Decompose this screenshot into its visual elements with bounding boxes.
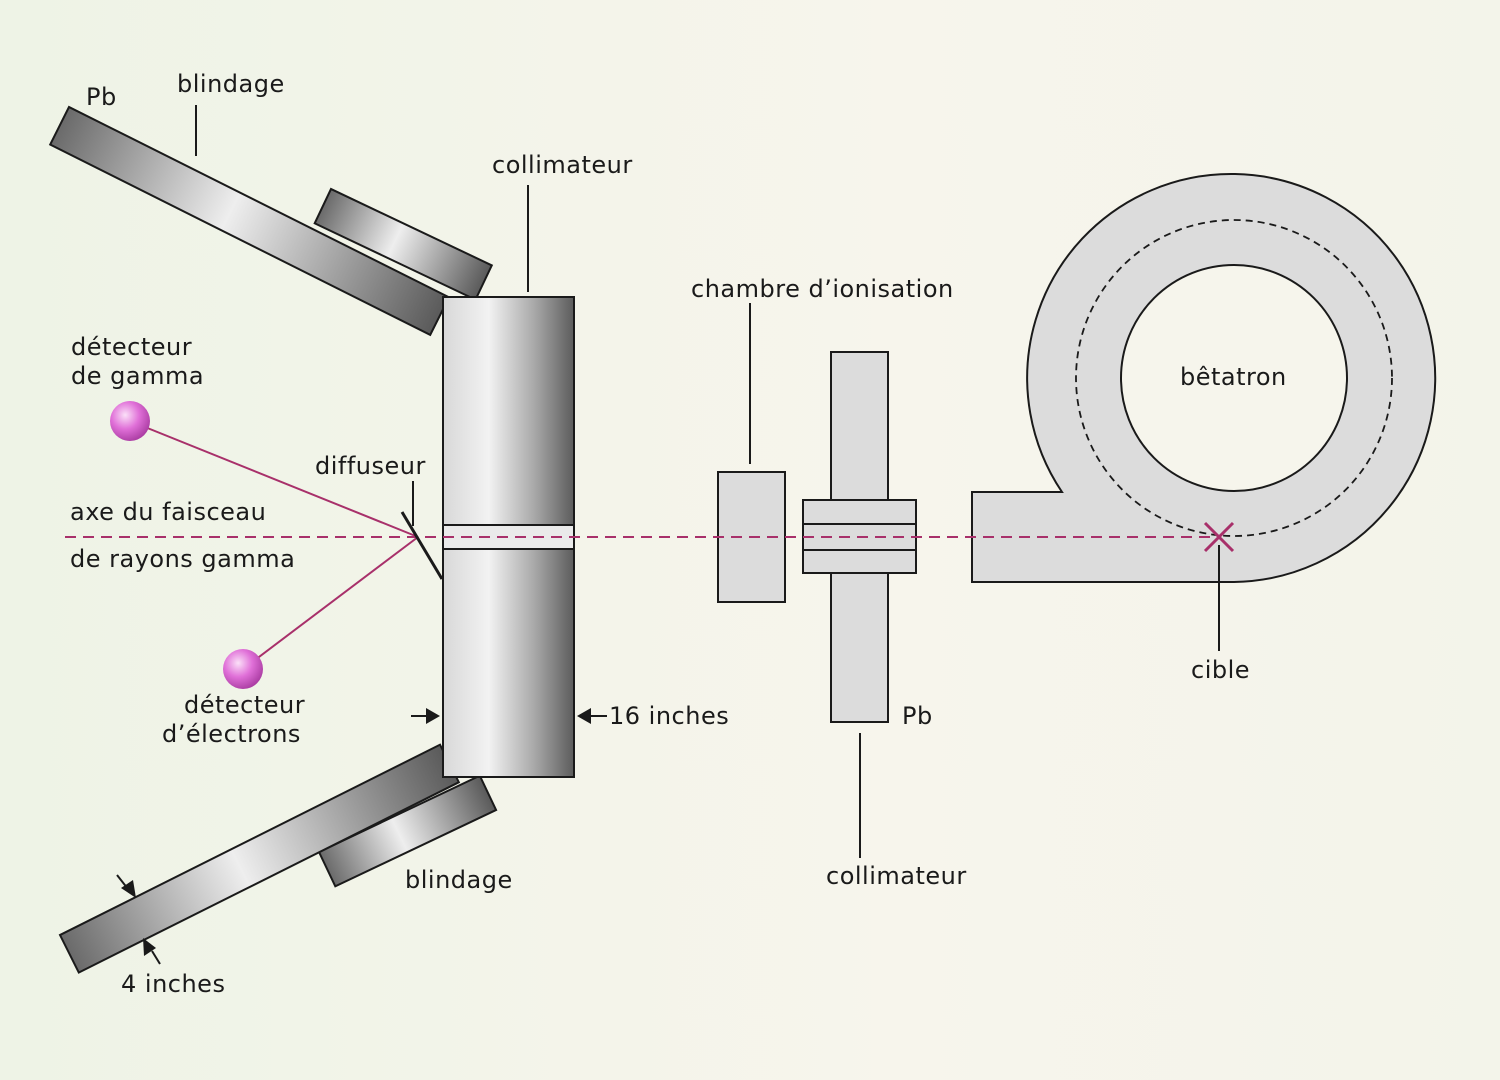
blindage-block-bottom bbox=[317, 774, 498, 888]
blindage-block-top bbox=[313, 187, 494, 302]
label-blindage-bottom: blindage bbox=[405, 866, 513, 894]
betatron-orbit bbox=[1075, 219, 1393, 537]
lead-shield-top bbox=[48, 105, 494, 337]
label-pb-top: Pb bbox=[86, 83, 117, 111]
label-collimateur-main: collimateur bbox=[492, 151, 633, 179]
gamma-detector bbox=[110, 401, 150, 441]
label-axe-line2: de rayons gamma bbox=[70, 545, 295, 573]
main-collimator bbox=[442, 296, 575, 778]
collimator-upper bbox=[442, 296, 575, 526]
scatter-line-gamma bbox=[129, 420, 419, 538]
label-blindage-top: blindage bbox=[177, 70, 285, 98]
label-betatron: bêtatron bbox=[1180, 363, 1287, 391]
betatron bbox=[971, 173, 1437, 583]
electron-detector bbox=[223, 649, 263, 689]
label-4-inches: 4 inches bbox=[121, 970, 225, 998]
label-16-inches: 16 inches bbox=[609, 702, 729, 730]
label-axe-line1: axe du faisceau bbox=[70, 498, 266, 526]
label-detecteur-gamma-line2: de gamma bbox=[71, 362, 204, 390]
label-detecteur-electrons-line1: détecteur bbox=[184, 691, 305, 719]
label-collimateur-second: collimateur bbox=[826, 862, 967, 890]
label-detecteur-gamma-line1: détecteur bbox=[71, 333, 192, 361]
lead-shield-bottom bbox=[58, 743, 498, 974]
label-pb-mid: Pb bbox=[902, 702, 933, 730]
label-cible: cible bbox=[1191, 656, 1250, 684]
collimator-lower bbox=[442, 548, 575, 778]
target-marker bbox=[1203, 521, 1235, 553]
label-chambre-ionisation: chambre d’ionisation bbox=[691, 275, 954, 303]
pb-slab-top bbox=[48, 105, 451, 337]
dimension-16-inches bbox=[411, 708, 607, 724]
dimension-4-inches bbox=[116, 874, 161, 965]
diffuser-plate bbox=[400, 511, 444, 580]
betatron-core bbox=[1120, 264, 1348, 492]
label-detecteur-electrons-line2: d’électrons bbox=[162, 720, 301, 748]
label-diffuseur: diffuseur bbox=[315, 452, 426, 480]
scatter-line-electron bbox=[242, 536, 419, 670]
